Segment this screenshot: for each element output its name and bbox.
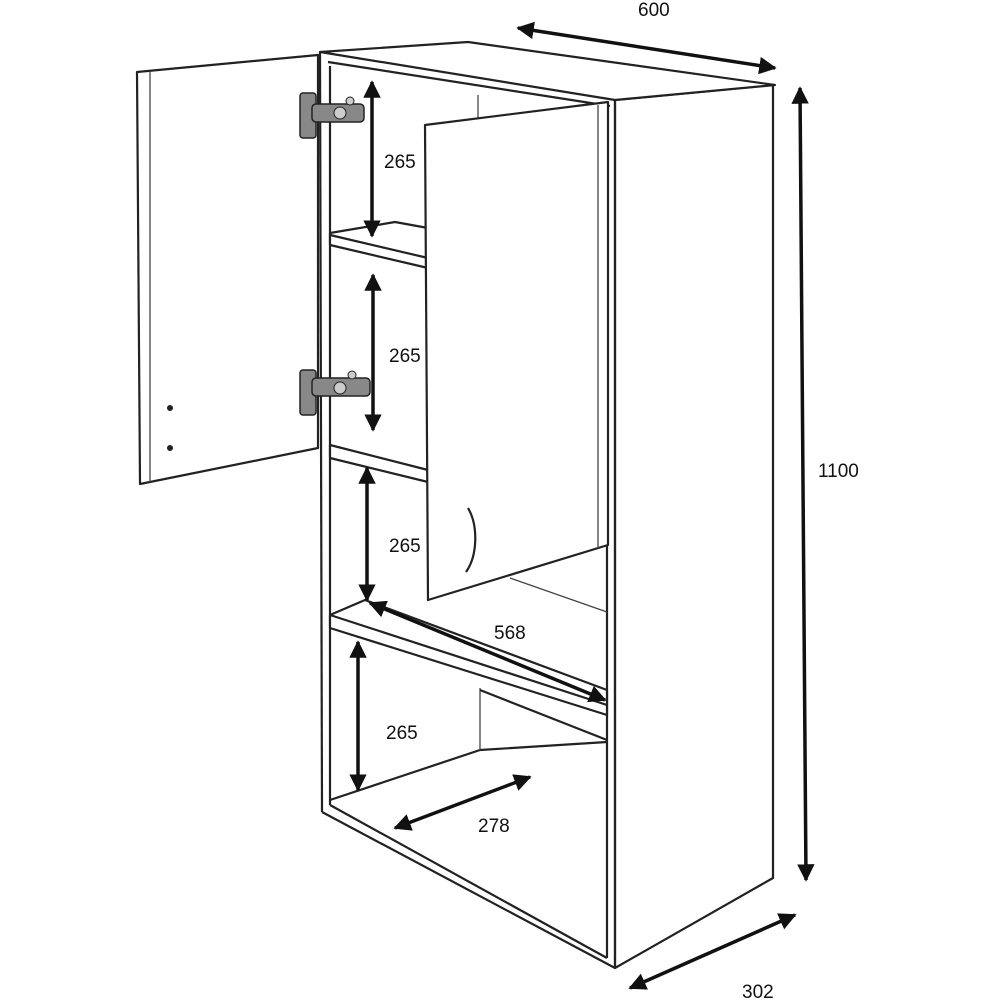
back-edge-mid [509, 577, 608, 613]
door-hole-icon [167, 445, 173, 451]
label-inner-depth: 278 [478, 816, 510, 837]
label-inner-width: 568 [494, 623, 526, 644]
label-height: 1100 [818, 461, 859, 482]
shelf-2 [328, 443, 430, 484]
left-door-panel [135, 53, 320, 486]
label-depth: 302 [742, 982, 774, 1000]
dim-inner-width-arrow [368, 600, 607, 703]
door-hole-icon [167, 405, 173, 411]
door-handle-icon[interactable] [465, 507, 477, 573]
bottom-inner-front [329, 804, 608, 959]
dim-height-arrow [791, 86, 815, 882]
dim-depth-arrow [628, 913, 797, 990]
left-front-edge [318, 51, 324, 813]
dim-width-arrow [516, 21, 777, 75]
shelf-3 [328, 598, 609, 717]
right-side-panel [613, 83, 775, 970]
right-door-panel [423, 100, 610, 602]
dimension-lines [349, 21, 815, 990]
right-door[interactable] [423, 100, 610, 602]
dim-inner-depth-arrow [393, 774, 532, 831]
label-shelf-2: 265 [389, 346, 421, 367]
shelf-1-front [329, 233, 429, 260]
top-front-inner-edge [327, 60, 611, 108]
hinge-top [299, 92, 365, 139]
hinge-bottom [299, 369, 371, 416]
label-width: 600 [638, 0, 670, 21]
label-shelf-1: 265 [384, 152, 416, 173]
bottom-inner-edge [329, 740, 608, 802]
left-door[interactable] [135, 53, 320, 486]
label-shelf-4: 265 [386, 723, 418, 744]
shelf-1 [328, 220, 430, 270]
label-shelf-3: 265 [389, 536, 421, 557]
shelf-3-front [329, 613, 608, 707]
bottom-panel [321, 811, 616, 969]
